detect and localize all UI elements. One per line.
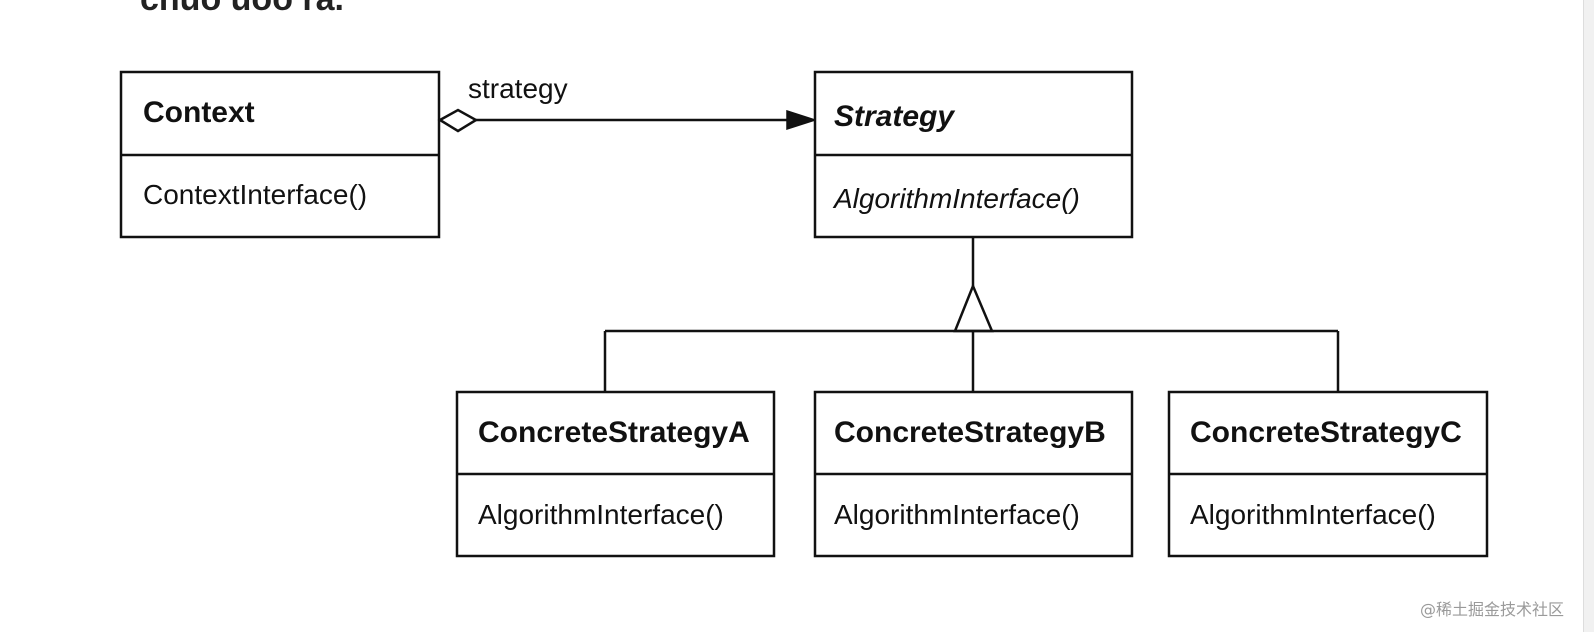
concrete-strategy-b-class: ConcreteStrategyB AlgorithmInterface() — [813, 390, 1134, 558]
strategy-class-operation: AlgorithmInterface() — [832, 183, 1080, 214]
watermark-text: @稀土掘金技术社区 — [1419, 600, 1564, 619]
strategy-class: Strategy AlgorithmInterface() — [813, 70, 1134, 239]
concrete-strategy-c-class: ConcreteStrategyC AlgorithmInterface() — [1167, 390, 1489, 558]
concrete-strategy-b-name: ConcreteStrategyB — [834, 416, 1106, 449]
context-class-name: Context — [143, 96, 255, 129]
concrete-strategy-b-operation: AlgorithmInterface() — [834, 499, 1080, 530]
partial-heading: chuo uoo ra. — [140, 0, 344, 19]
concrete-strategy-c-name: ConcreteStrategyC — [1190, 416, 1462, 449]
concrete-strategy-a-name: ConcreteStrategyA — [478, 416, 750, 449]
context-class-operation: ContextInterface() — [143, 179, 367, 210]
association-arrowhead-icon — [786, 109, 818, 131]
context-class: Context ContextInterface() — [119, 70, 441, 239]
generalization-triangle-icon — [953, 282, 994, 333]
association-role-label: strategy — [468, 73, 568, 104]
aggregation-diamond-icon — [437, 108, 479, 133]
concrete-strategy-c-operation: AlgorithmInterface() — [1190, 499, 1436, 530]
aggregation-association: strategy — [437, 73, 818, 133]
concrete-strategy-a-operation: AlgorithmInterface() — [478, 499, 724, 530]
strategy-class-name: Strategy — [834, 100, 955, 133]
concrete-strategy-a-class: ConcreteStrategyA AlgorithmInterface() — [455, 390, 776, 558]
vertical-scrollbar[interactable] — [1583, 0, 1594, 632]
generalization-tree — [603, 237, 1340, 392]
